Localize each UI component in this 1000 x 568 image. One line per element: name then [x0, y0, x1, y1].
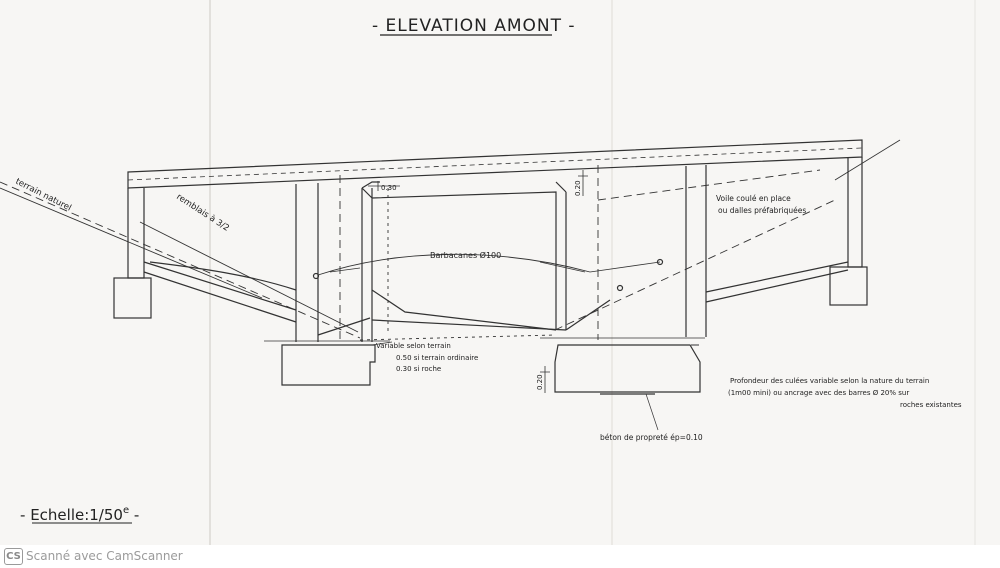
left-abutment-wall — [127, 188, 145, 279]
dim-030-label: 0.30 — [381, 184, 397, 192]
page-title: ELEVATION AMONT — [386, 16, 562, 36]
left-pier-footing — [281, 344, 376, 386]
profondeur-label-line1: Profondeur des culées variable selon la … — [730, 377, 929, 385]
barbacanes-label: Barbacanes Ø100 — [430, 250, 501, 260]
camscanner-logo-icon: CS — [4, 548, 23, 565]
dim-020-top-label: 0.20 — [574, 180, 582, 196]
right-abutment-wall — [847, 157, 863, 268]
bridge-elevation-drawing: - ELEVATION AMONT - terrain naturel remb… — [0, 0, 976, 545]
right-pier — [685, 165, 707, 337]
beton-label: béton de propreté ép=0.10 — [600, 433, 703, 442]
drawing-sheet: - ELEVATION AMONT - terrain naturel remb… — [0, 0, 1000, 545]
camscanner-watermark-text: Scanné avec CamScanner — [26, 549, 183, 563]
profondeur-label-line3: roches existantes — [900, 401, 962, 409]
variable-label-line3: 0.30 si roche — [396, 365, 441, 373]
right-footing — [829, 266, 868, 306]
remblais-label: remblais à 3/2 — [174, 192, 231, 234]
profondeur-label-line2: (1m00 mini) ou ancrage avec des barres Ø… — [728, 389, 909, 397]
dim-020-bottom-label: 0.20 — [536, 374, 544, 390]
terrain-naturel-label: terrain naturel — [14, 177, 73, 214]
variable-label-line2: 0.50 si terrain ordinaire — [396, 354, 478, 362]
scale-superscript: e — [123, 505, 129, 516]
left-footing — [113, 277, 152, 319]
voile-label-line2: ou dalles préfabriquées — [718, 206, 806, 215]
scale-label: Echelle:1/50 — [30, 506, 123, 524]
deck-slab — [127, 139, 863, 189]
voile-label-line1: Voile coulé en place — [716, 194, 791, 203]
svg-text:- ELEVATION AMONT -: - ELEVATION AMONT - — [372, 16, 576, 36]
variable-label-line1: Variable selon terrain — [376, 342, 451, 350]
left-pier — [295, 183, 319, 342]
scanner-footer: CS Scanné avec CamScanner — [0, 545, 1000, 568]
right-pier-footing — [554, 344, 701, 393]
svg-text:- Echelle:1/50e -: - Echelle:1/50e - — [20, 505, 139, 524]
